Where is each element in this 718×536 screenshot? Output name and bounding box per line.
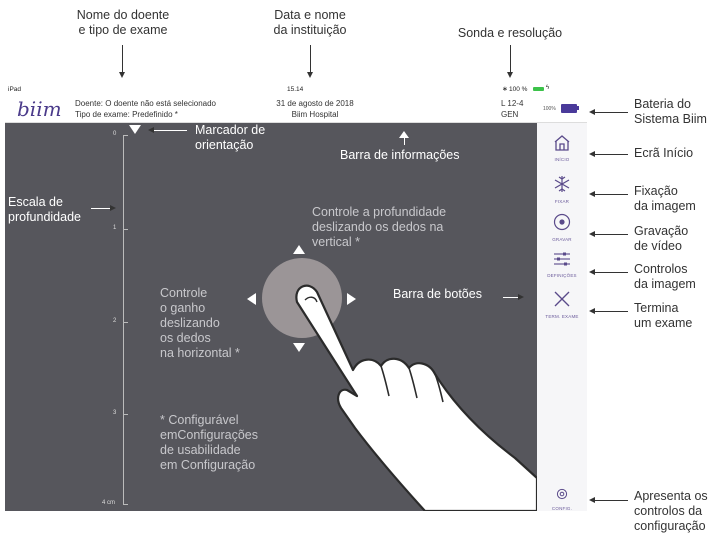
depth-label: 0	[113, 131, 117, 137]
settings-button-label: DEFINIÇÕES	[547, 273, 577, 278]
depth-scale-line	[123, 135, 124, 505]
annotation-arrow	[91, 205, 116, 211]
orientation-marker	[129, 125, 141, 134]
annotation-arrow	[307, 45, 313, 78]
annotation-arrow	[589, 231, 628, 237]
home-icon	[554, 135, 570, 151]
exam-type: Tipo de exame: Predefinido *	[75, 110, 178, 119]
depth-label: 3	[113, 410, 117, 416]
freeze-button[interactable]: FIXAR	[537, 175, 587, 204]
annotation-arrow	[589, 308, 628, 314]
annotation-image-controls: Controlos da imagem	[634, 262, 696, 291]
annotation-arrow	[503, 294, 524, 300]
depth-tick	[123, 504, 128, 505]
arrow-up-icon	[293, 245, 305, 254]
annotation-probe-resolution: Sonda e resolução	[457, 26, 563, 40]
button-bar: INÍCIO FIXAR GRAVAR DEFINIÇÕES TERM. EXA…	[537, 123, 587, 511]
sliders-icon	[554, 252, 570, 266]
home-button-label: INÍCIO	[554, 157, 570, 162]
arrow-right-icon	[347, 293, 356, 305]
annotation-arrow	[589, 269, 628, 275]
status-battery-text: 100 %	[509, 86, 528, 93]
annotation-home-screen: Ecrã Início	[634, 146, 694, 160]
record-button[interactable]: GRAVAR	[537, 213, 587, 242]
depth-tick	[123, 135, 128, 136]
end-exam-button-label: TERM. EXAME	[545, 314, 579, 319]
annotation-arrow	[507, 45, 513, 78]
record-icon	[553, 213, 571, 231]
snowflake-icon	[554, 176, 570, 192]
patient-name: Doente: O doente não está selecionado	[75, 99, 216, 108]
annotation-arrow	[589, 497, 628, 503]
config-button-label: CONFIG.	[551, 506, 573, 511]
system-battery-tip	[577, 106, 579, 110]
status-bar: iPad 15.14 ∗ 100 % ϟ	[5, 84, 587, 95]
info-bar: biim Doente: O doente não está seleciona…	[5, 95, 587, 123]
annotation-record: Gravação de vídeo	[634, 224, 689, 253]
status-time: 15.14	[287, 86, 304, 93]
depth-label: 4 cm	[102, 500, 116, 506]
bluetooth-icon: ∗	[502, 86, 508, 93]
gear-icon	[556, 488, 568, 500]
annotation-date-institution: Data e nome da instituição	[273, 8, 347, 37]
annotation-arrow	[148, 127, 187, 133]
annotation-config-controls: Apresenta os controlos da configuração	[634, 489, 708, 533]
annotation-battery: Bateria do Sistema Biim	[634, 97, 707, 126]
hand-gesture-icon	[295, 284, 537, 511]
end-exam-button[interactable]: TERM. EXAME	[537, 290, 587, 319]
arrow-down-icon	[293, 343, 305, 352]
annotation-orientation-marker: Marcador de orientação	[195, 123, 266, 152]
annotation-patient-info: Nome do doente e tipo de exame	[76, 8, 170, 37]
biim-logo: biim	[17, 97, 62, 121]
annotation-arrow	[589, 151, 628, 157]
depth-tick	[123, 322, 128, 323]
institution-name: Biim Hospital	[291, 110, 339, 119]
annotation-info-bar-text: Barra de informações	[340, 148, 460, 162]
annotation-arrow	[589, 109, 628, 115]
usability-footnote: * Configurável emConfigurações de usabil…	[160, 413, 258, 472]
ultrasound-image-area[interactable]: 0 1 2 3 4 cm Marcador de orientação Barr…	[5, 123, 537, 511]
annotation-arrow-up	[399, 131, 409, 138]
gain-control-hint: Controle o ganho deslizando os dedos na …	[160, 286, 240, 360]
device-name: iPad	[8, 86, 22, 93]
annotation-arrow	[589, 191, 628, 197]
depth-label: 1	[113, 225, 117, 231]
system-battery-percent: 100%	[543, 106, 556, 112]
depth-control-hint: Controle a profundidade deslizando os de…	[312, 205, 447, 249]
status-battery-icon	[533, 87, 544, 91]
freeze-button-label: FIXAR	[554, 199, 570, 204]
annotation-freeze: Fixação da imagem	[634, 184, 696, 213]
annotation-end-exam: Termina um exame	[634, 301, 693, 330]
depth-tick	[123, 414, 128, 415]
annotation-arrow-stem	[404, 137, 405, 145]
system-battery-icon	[561, 104, 577, 113]
record-button-label: GRAVAR	[552, 237, 572, 242]
close-icon	[554, 291, 570, 307]
annotation-depth-scale: Escala de profundidade	[8, 195, 81, 224]
depth-tick	[123, 229, 128, 230]
charging-icon: ϟ	[546, 85, 550, 91]
settings-button[interactable]: DEFINIÇÕES	[537, 251, 587, 278]
arrow-left-icon	[247, 293, 256, 305]
annotation-arrow	[119, 45, 125, 78]
probe-name: L 12-4	[501, 99, 524, 108]
depth-label: 2	[113, 318, 117, 324]
resolution: GEN	[501, 110, 519, 119]
home-button[interactable]: INÍCIO	[537, 135, 587, 162]
config-button[interactable]: CONFIG.	[537, 487, 587, 511]
annotation-button-bar: Barra de botões	[393, 287, 482, 301]
exam-date: 31 de agosto de 2018	[276, 99, 354, 108]
